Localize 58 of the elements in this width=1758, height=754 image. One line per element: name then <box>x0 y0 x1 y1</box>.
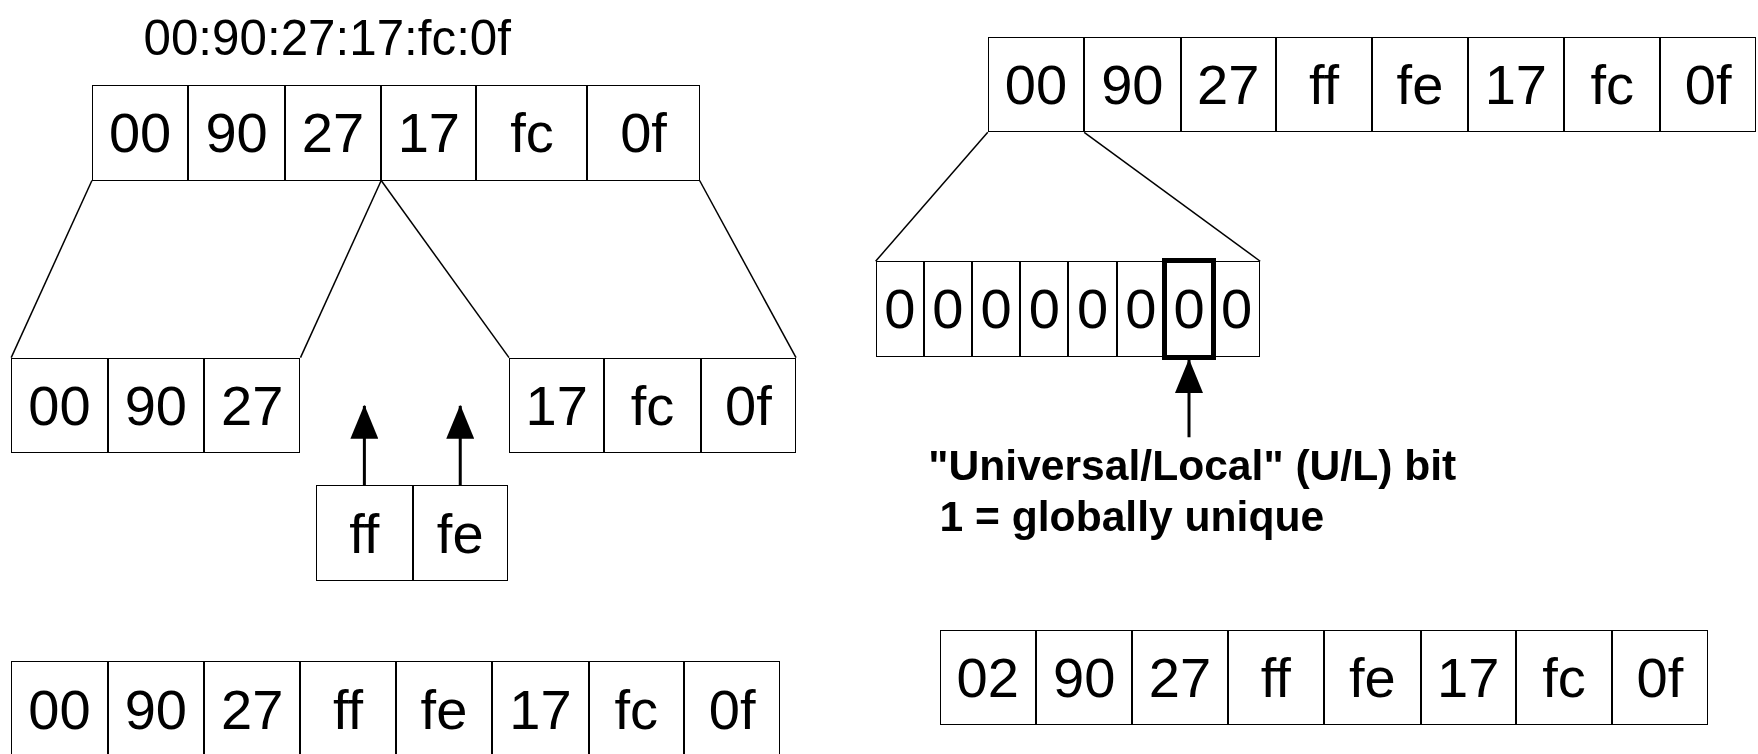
byte-cell: 27 <box>204 661 301 754</box>
byte-cell: fe <box>412 485 508 581</box>
expansion-line <box>698 179 797 359</box>
byte-cell: ff <box>1227 630 1325 726</box>
byte-cell: ff <box>300 661 396 754</box>
arrow <box>446 404 475 486</box>
byte-cell: 27 <box>284 85 382 181</box>
byte-cell: ff <box>316 485 413 581</box>
expansion-line <box>10 179 93 359</box>
bit-cell: 0 <box>1213 261 1261 357</box>
byte-cell: 27 <box>204 357 301 453</box>
byte-cell: fc <box>476 85 588 181</box>
byte-cell: fe <box>1372 37 1468 133</box>
byte-cell: 90 <box>188 85 285 181</box>
byte-cell: 17 <box>1420 630 1516 726</box>
expansion-line <box>874 131 989 262</box>
byte-cell: 90 <box>1035 630 1133 726</box>
expansion-line <box>1083 131 1261 262</box>
byte-cell: 0f <box>683 661 781 754</box>
byte-cell: 90 <box>107 357 205 453</box>
arrow <box>1175 358 1203 438</box>
bit-cell: 0 <box>972 261 1021 357</box>
note-text: 1 = globally unique <box>939 491 1326 543</box>
byte-cell: fc <box>588 661 684 754</box>
bit-cell: 0 <box>1116 261 1165 357</box>
byte-cell: 00 <box>11 357 108 453</box>
bit-cell: 0 <box>1161 258 1217 360</box>
byte-cell: 90 <box>1084 37 1181 133</box>
byte-cell: 0f <box>700 357 796 453</box>
bit-label: "Universal/Local" (U/L) bit <box>928 439 1457 491</box>
expansion-line <box>299 179 382 359</box>
byte-cell: fe <box>395 661 493 754</box>
byte-cell: 17 <box>509 357 605 453</box>
bit-cell: 0 <box>923 261 973 357</box>
byte-cell: 00 <box>987 37 1085 133</box>
byte-cell: 02 <box>939 630 1036 726</box>
bit-cell: 0 <box>1020 261 1069 357</box>
byte-cell: 17 <box>492 661 589 754</box>
byte-cell: 00 <box>91 85 189 181</box>
expansion-line <box>380 179 510 359</box>
byte-cell: 0f <box>1660 37 1756 133</box>
byte-cell: fe <box>1324 630 1421 726</box>
byte-cell: fc <box>1515 630 1613 726</box>
mac-address-text: 00:90:27:17:fc:0f <box>143 8 511 66</box>
byte-cell: 0f <box>1612 630 1708 726</box>
byte-cell: ff <box>1275 37 1373 133</box>
byte-cell: 27 <box>1180 37 1276 133</box>
byte-cell: 90 <box>107 661 205 754</box>
byte-cell: 17 <box>1467 37 1564 133</box>
byte-cell: 00 <box>11 661 108 754</box>
byte-cell: 17 <box>381 85 477 181</box>
byte-cell: fc <box>604 357 701 453</box>
byte-cell: 27 <box>1132 630 1228 726</box>
bit-cell: 0 <box>1068 261 1117 357</box>
byte-cell: 0f <box>587 85 700 181</box>
arrow <box>350 404 379 486</box>
bit-cell: 0 <box>875 261 924 357</box>
byte-cell: fc <box>1564 37 1661 133</box>
